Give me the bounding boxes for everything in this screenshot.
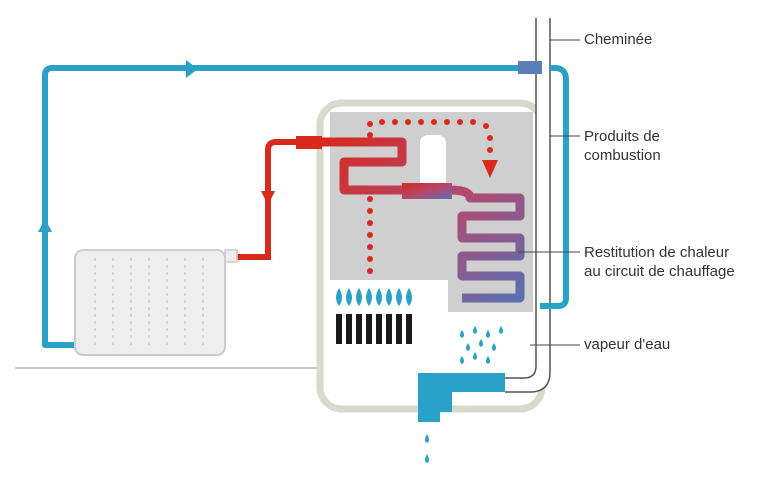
hot-water-pipe <box>236 139 296 260</box>
hot-water-connector <box>296 136 322 149</box>
arrowhead-icon-gas <box>482 160 498 178</box>
coil-bridge <box>402 183 452 199</box>
condensate-drops <box>425 434 429 463</box>
cold-water-pipe <box>42 65 518 348</box>
arrowhead-icon-right <box>186 60 198 78</box>
combustion-products-label: Produits de combustion <box>584 127 661 165</box>
hot-gas-path <box>367 119 493 274</box>
radiator <box>74 249 238 356</box>
central-divider <box>420 135 446 197</box>
flame-icon <box>336 288 412 306</box>
drain-pipe <box>418 392 440 422</box>
combustion-label-line1: Produits de <box>584 128 660 145</box>
chimney-flue <box>505 18 550 392</box>
burner-bars <box>336 314 412 344</box>
arrowhead-icon-down <box>261 191 275 205</box>
restitution-label-line1: Restitution de chaleur <box>584 244 730 261</box>
chimney-label: Cheminée <box>584 31 653 48</box>
heat-restitution-label: Restitution de chaleur au circuit de cha… <box>584 243 735 281</box>
heat-exchanger-coil <box>320 137 525 303</box>
restitution-label-line2: au circuit de chauffage <box>584 263 735 280</box>
cold-water-connector <box>518 61 542 74</box>
vapor-label: vapeur d'eau <box>584 336 671 353</box>
arrowhead-icon-up <box>38 219 52 232</box>
outer-return-pipe <box>540 65 569 309</box>
combustion-label-line2: combustion <box>584 147 661 164</box>
leader-lines <box>518 39 580 346</box>
water-droplet-icon <box>460 326 503 364</box>
chimney-flue-outline <box>505 18 551 393</box>
